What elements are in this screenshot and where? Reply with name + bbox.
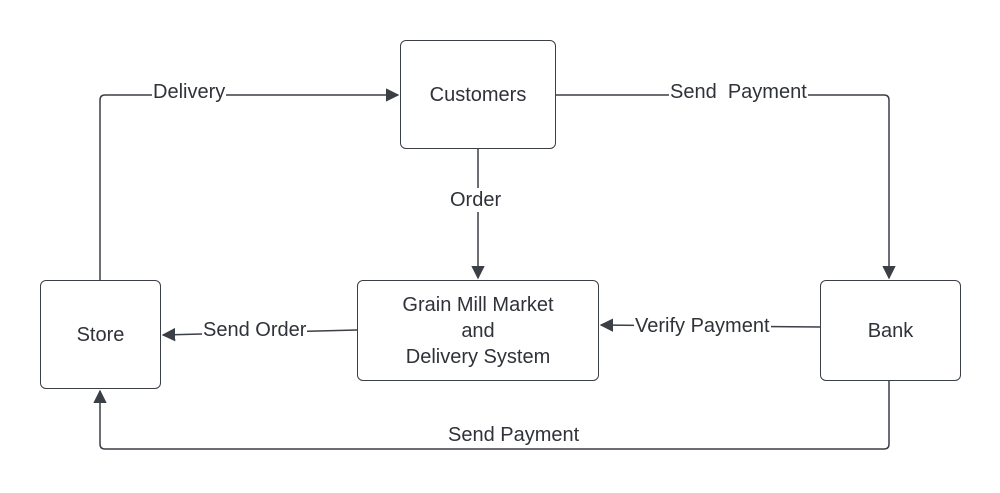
edge-label-send-payment-to-bank: Send Payment [669, 80, 808, 104]
edge-label-delivery: Delivery [152, 80, 227, 104]
grain-system-label-line3: Delivery System [405, 345, 551, 368]
grain-system-label-line2: and [461, 319, 495, 342]
edge-label-send-order: Send Order [202, 318, 308, 342]
bank-label: Bank [867, 319, 914, 342]
edge-label-order: Order [449, 188, 503, 212]
edge-send-payment-to-store [93, 381, 890, 450]
grain-mill-system-node: Grain Mill Market and Delivery System [357, 280, 599, 381]
store-node: Store [40, 280, 161, 389]
edge-delivery [99, 88, 400, 280]
customers-node: Customers [400, 40, 556, 149]
edge-label-send-payment-to-store: Send Payment [447, 423, 581, 447]
customers-label: Customers [429, 83, 527, 106]
grain-system-label-line1: Grain Mill Market [402, 293, 554, 316]
edge-send-payment-to-bank [556, 94, 896, 280]
bank-node: Bank [820, 280, 961, 381]
store-label: Store [76, 323, 125, 346]
edge-label-verify-payment: Verify Payment [634, 314, 771, 338]
